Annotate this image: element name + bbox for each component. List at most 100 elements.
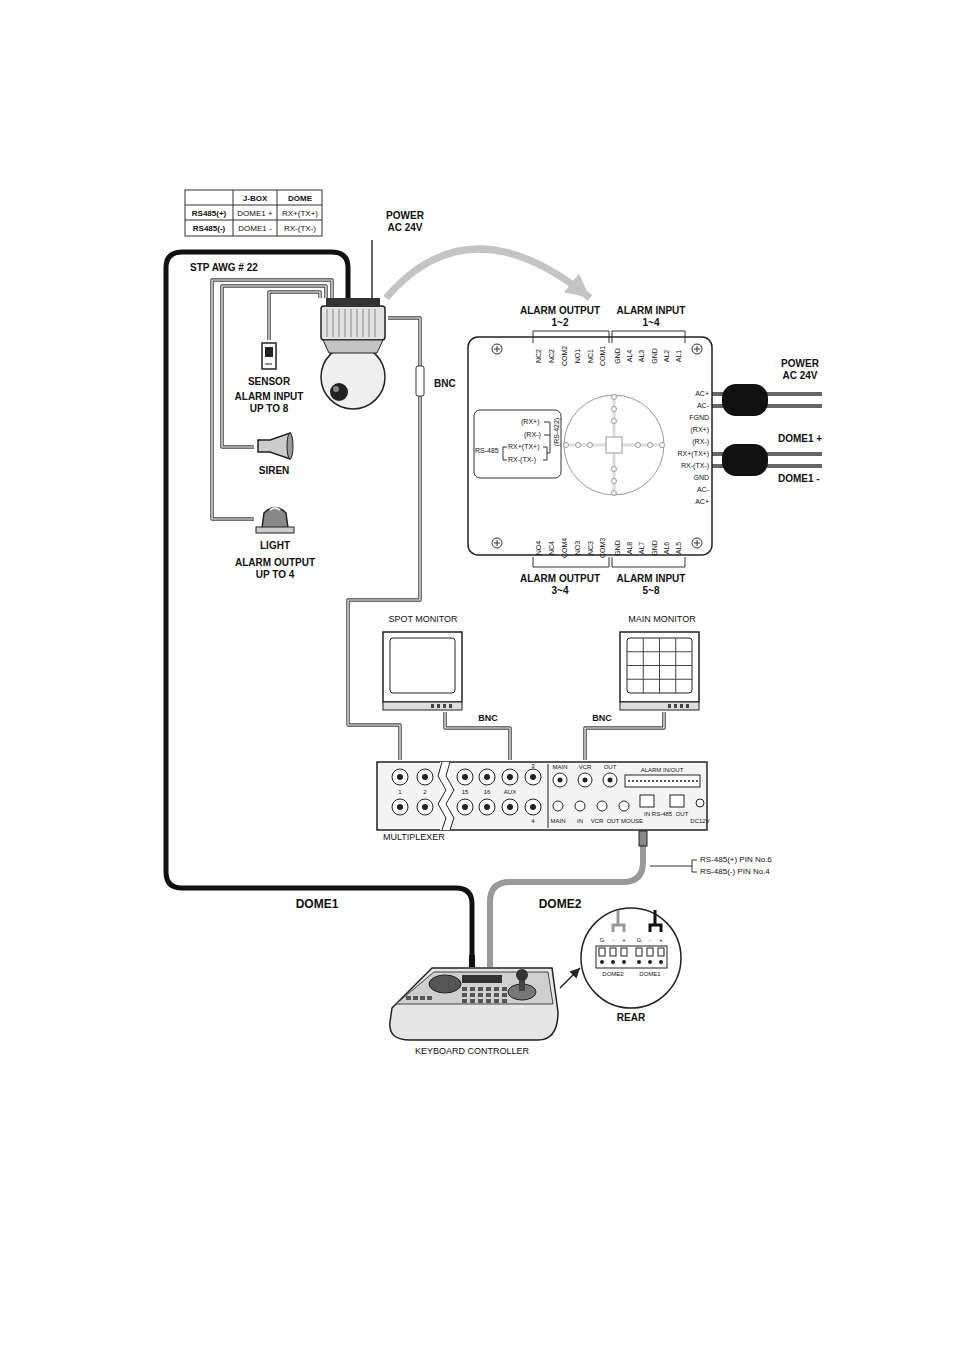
- cable-line: [445, 712, 510, 760]
- table-cell: J-BOX: [243, 194, 267, 204]
- rear-panel-label: REAR: [617, 1012, 645, 1024]
- terminal-label: NC2: [535, 349, 543, 363]
- cable-label: DOME1: [294, 897, 341, 911]
- terminal-label: -: [612, 937, 614, 944]
- terminal-label: NO4: [535, 541, 543, 555]
- cable-line: [222, 286, 326, 447]
- cable-label: POWER AC 24V: [777, 358, 823, 382]
- table-cell: DOME: [288, 194, 312, 204]
- port-label: 3: [531, 763, 534, 770]
- terminal-label: FGND: [689, 414, 709, 422]
- cable-line: [166, 252, 472, 955]
- terminal-label: COM1: [599, 346, 607, 366]
- terminal-label: RX-(TX-): [681, 462, 709, 470]
- cable-line: [585, 712, 664, 760]
- cable-line: [445, 712, 510, 760]
- terminal-label: NC4: [548, 541, 556, 555]
- terminal-label: COM2: [561, 346, 569, 366]
- light-symbol-drawing: [254, 503, 296, 535]
- cable-line: [560, 968, 580, 988]
- port-label: VCR: [591, 818, 604, 825]
- port-label: MOUSE: [621, 818, 643, 825]
- terminal-label: GND: [614, 540, 622, 556]
- port-label: OUT: [604, 764, 617, 771]
- cable-line: [222, 286, 326, 447]
- terminal-label: AC+: [695, 390, 709, 398]
- port-label: OUT: [676, 811, 689, 818]
- pin-note: RS-485(+) PIN No.6: [700, 855, 772, 865]
- rs485-box-label: RX-(TX-): [508, 456, 536, 464]
- light-symbol: LIGHTALARM OUTPUT UP TO 4: [254, 503, 296, 535]
- port-label: DC12V: [690, 818, 709, 825]
- power-wire: [371, 240, 373, 298]
- sensor-symbol: SENSORALARM INPUT UP TO 8: [256, 340, 282, 374]
- table-cell: RS485(+): [192, 209, 226, 219]
- dome-camera: POWER AC 24V: [318, 298, 388, 413]
- terminal-label: COM3: [599, 538, 607, 558]
- terminal-label: AC-: [697, 486, 709, 494]
- cable-sleeve: [722, 384, 768, 416]
- table-grid: [185, 190, 322, 236]
- leader-line: [650, 860, 697, 872]
- junction-board-label: ALARM INPUT 5~8: [613, 573, 689, 597]
- cable-label: DOME1 +: [778, 433, 822, 445]
- main-monitor: MAIN MONITOR: [618, 612, 702, 712]
- terminal-label: -: [649, 937, 651, 944]
- port-label: 1: [398, 789, 401, 796]
- terminal-label: AC-: [697, 402, 709, 410]
- siren-symbol: SIREN: [254, 432, 294, 462]
- terminal-label: NO1: [574, 349, 582, 363]
- cable-label: DOME1 -: [778, 473, 820, 485]
- terminal-label: GND: [651, 540, 659, 556]
- spot-monitor-drawing: [381, 612, 465, 712]
- rs485-box-label: (RS-422): [553, 418, 561, 446]
- port-label: IN: [577, 818, 583, 825]
- dome-camera-label: POWER AC 24V: [383, 210, 427, 234]
- port-label: MAIN: [551, 818, 566, 825]
- terminal-label: AL2: [663, 350, 671, 362]
- cable-line: [269, 292, 320, 340]
- cable: [222, 286, 326, 447]
- port-label: RS-485: [652, 811, 672, 818]
- rear-panel-label: DOME2: [602, 971, 623, 978]
- junction-board: ALARM OUTPUT 1~2ALARM INPUT 1~4ALARM OUT…: [466, 298, 714, 603]
- junction-board-label: ALARM OUTPUT 1~2: [515, 305, 605, 329]
- port-label: AUX: [504, 789, 516, 796]
- terminal-label: AL5: [675, 542, 683, 554]
- cable: [269, 292, 320, 340]
- terminal-label: +: [659, 937, 663, 944]
- port-label: 4: [531, 818, 534, 825]
- rs485-box-label: (RX-): [524, 431, 541, 439]
- cable-spec: STP AWG # 22: [190, 262, 258, 274]
- rear-panel: DOME2DOME1REAR: [580, 905, 684, 1025]
- terminal-label: GND: [651, 348, 659, 364]
- cable: [560, 968, 580, 988]
- rs485-box: (RX+)(RX-)RX+(TX+)RX-(TX-)RS-485(RS-422): [472, 408, 563, 480]
- terminal-label: AL4: [626, 350, 634, 362]
- port-label: OUT: [607, 818, 620, 825]
- cable-line: [212, 280, 332, 519]
- terminal-label: G: [600, 937, 605, 944]
- cable: [386, 249, 590, 298]
- dome-camera-drawing: [318, 298, 388, 413]
- cable-line: [585, 712, 664, 760]
- port-label: ALARM IN/OUT: [641, 767, 684, 774]
- cable-sleeve: [722, 444, 768, 476]
- table-grid: [185, 190, 322, 236]
- port-label: 16: [484, 789, 491, 796]
- cable-label: BNC: [590, 713, 614, 724]
- junction-board-label: ALARM INPUT 1~4: [613, 305, 689, 329]
- terminal-label: +: [622, 937, 626, 944]
- terminal-label: NO3: [574, 541, 582, 555]
- cable-label: DOME2: [537, 897, 584, 911]
- cable: [445, 712, 510, 760]
- terminal-label: COM4: [561, 538, 569, 558]
- terminal-label: GND: [614, 348, 622, 364]
- table-cell: RX+(TX+): [282, 209, 318, 219]
- rear-panel-drawing: [580, 905, 684, 1025]
- spot-monitor-label: SPOT MONITOR: [388, 614, 457, 625]
- table-cell: RS485(-): [193, 224, 225, 234]
- spot-monitor: SPOT MONITOR: [381, 612, 465, 712]
- terminal-label: RX+(TX+): [677, 450, 709, 458]
